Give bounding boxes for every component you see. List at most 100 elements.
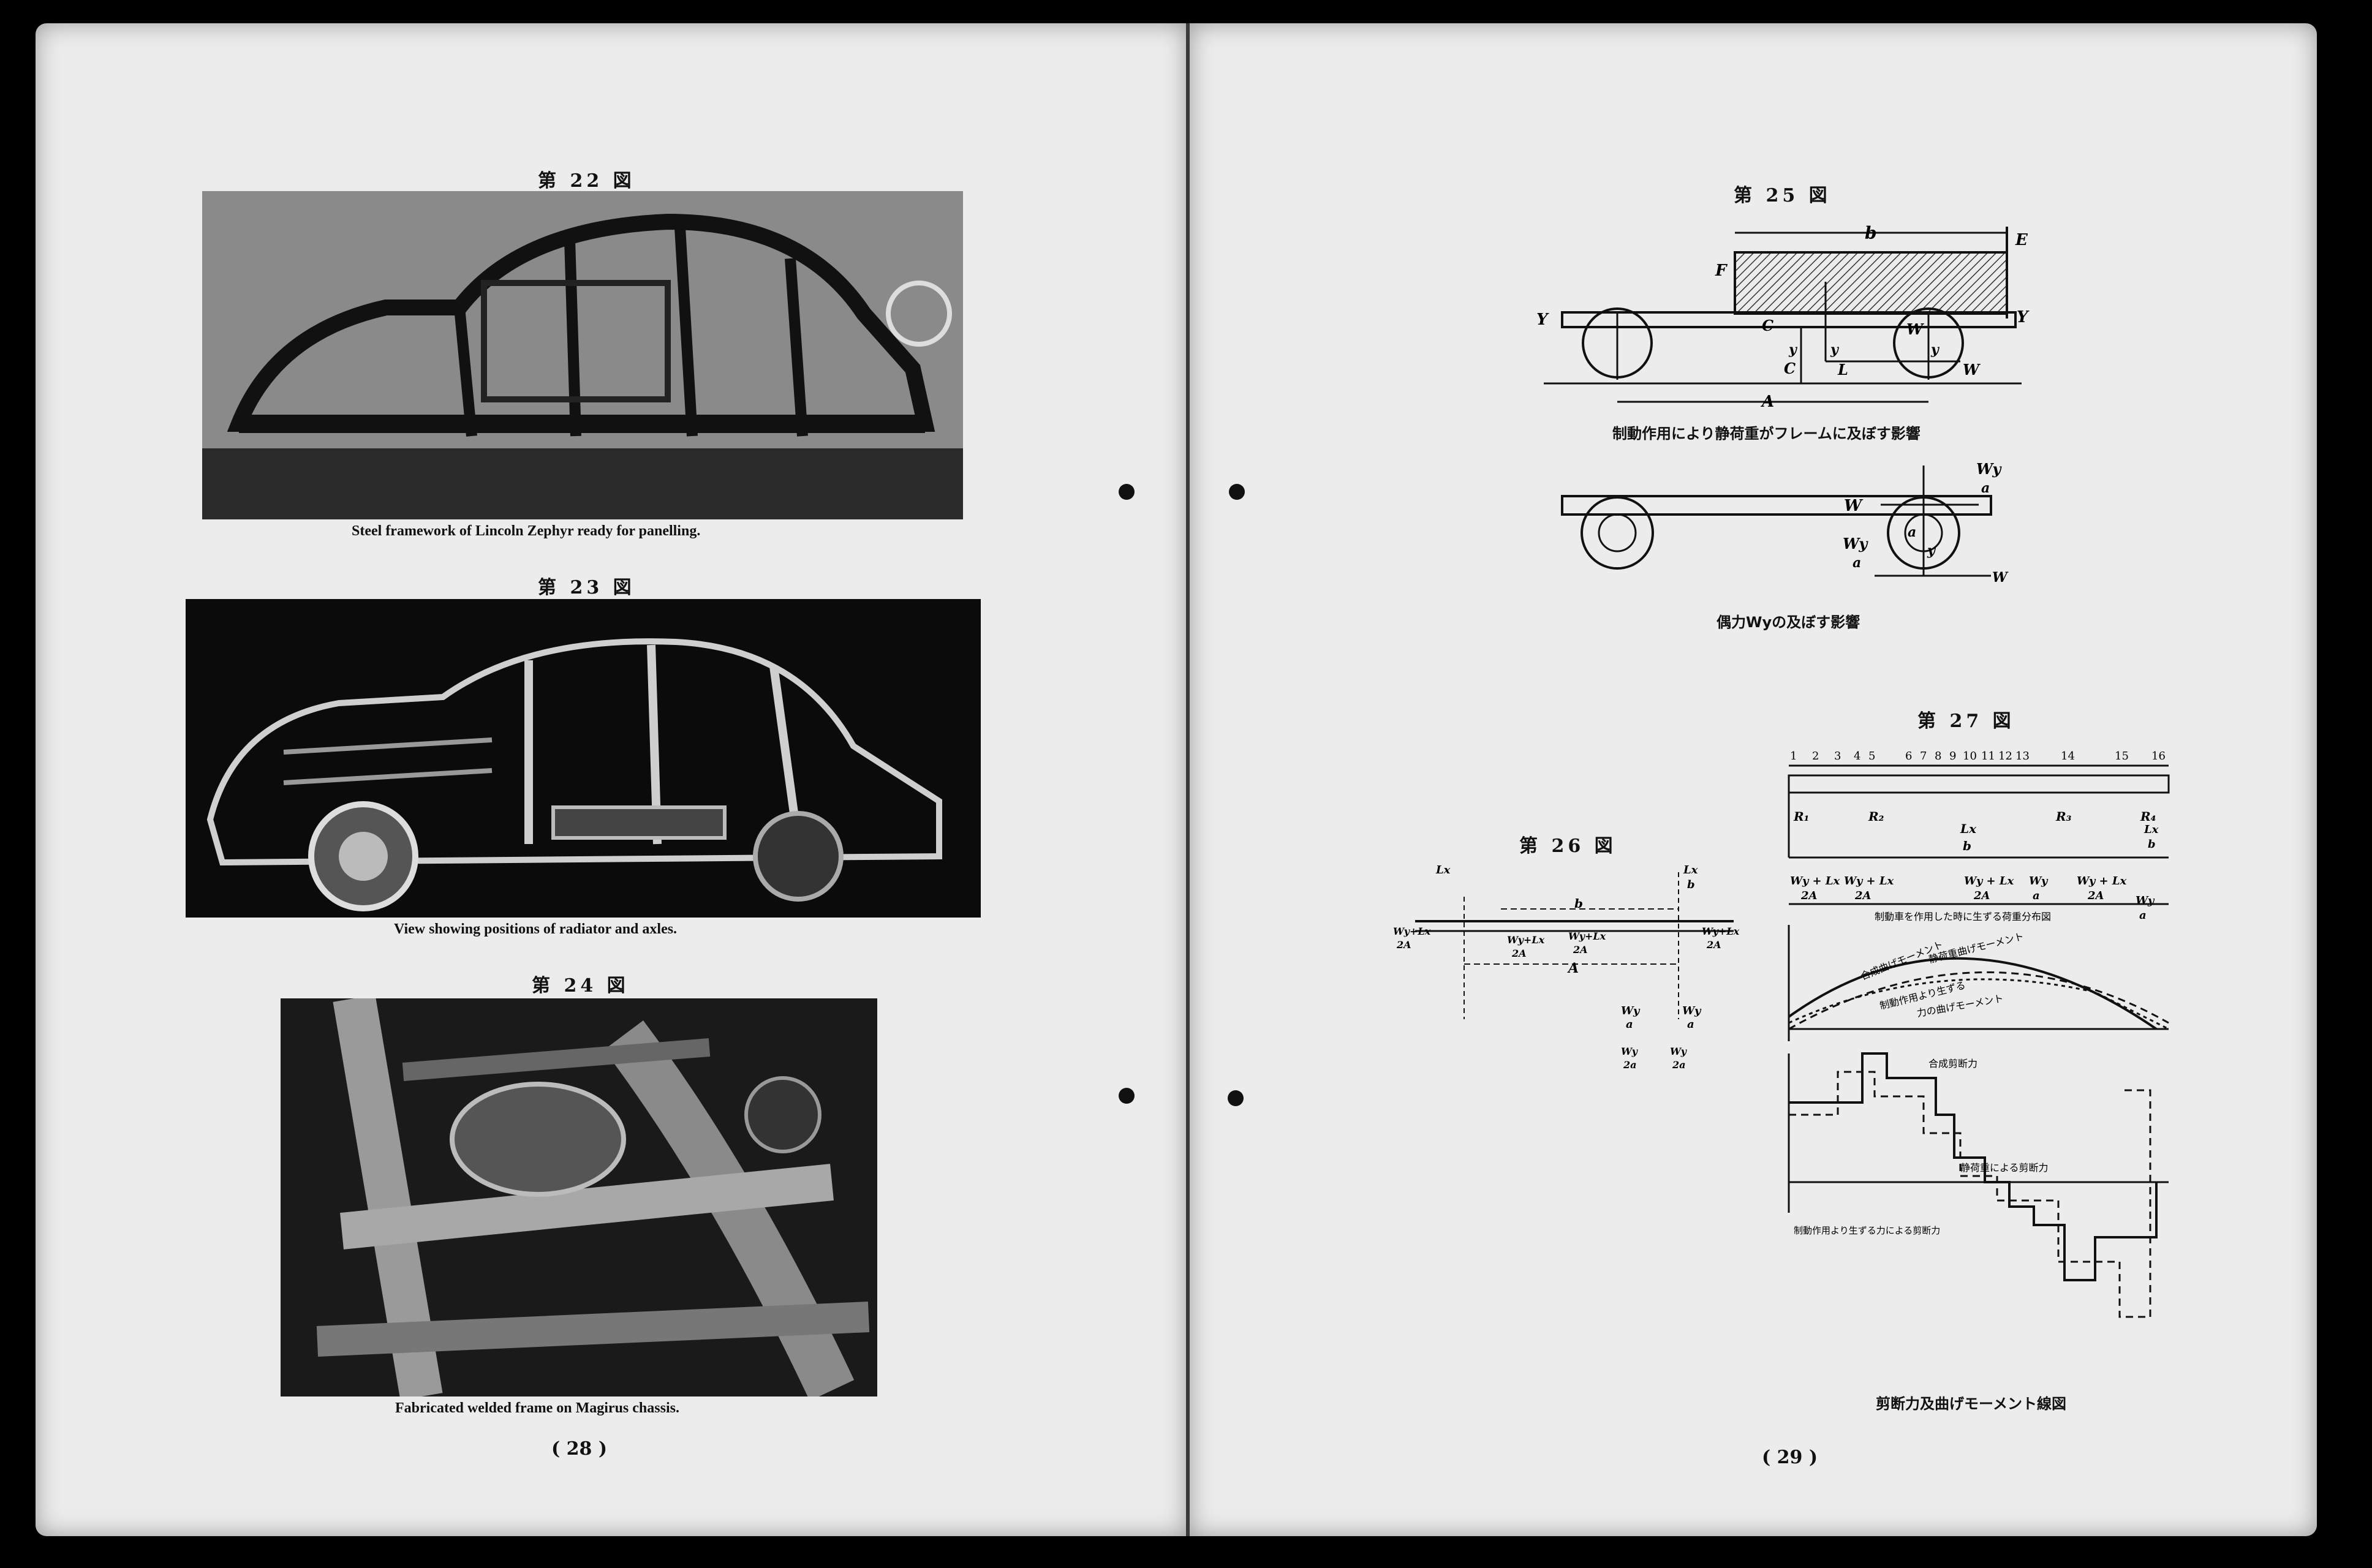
fig27-tick: 15 [2115, 750, 2129, 763]
fig25-title: 第 25 図 [1734, 185, 1831, 206]
fig26-label-2a-mid: 2A [1511, 948, 1527, 959]
fig27-expr-wylx-4: Wy + Lx [2077, 875, 2127, 888]
fig25-label-y-right: y [1927, 543, 1936, 559]
fig25-caption-top: 制動作用により静荷重がフレームに及ぼす影響 [1612, 425, 1921, 442]
fig26-label-wy-lx-left: Wy+Lx [1393, 925, 1431, 937]
fig26-label-a: A [1567, 960, 1579, 976]
fig26-title: 第 26 図 [1519, 835, 1617, 857]
fig25-label-l: L [1837, 361, 1848, 379]
fig27-expr-2a-4: 2A [2087, 889, 2104, 902]
fig26-label-wy-lx-mid: Wy+Lx [1507, 934, 1545, 946]
fig26-label-a2: a [1687, 1018, 1694, 1031]
fig27-expr-a-1: a [2033, 889, 2040, 902]
ink-spot [1228, 1090, 1244, 1106]
book-gutter [1186, 23, 1191, 1536]
fig26-label-wy3: Wy [1621, 1046, 1639, 1057]
fig27-expr-2a-3: 2A [1973, 889, 1990, 902]
fig27-reaction-r3: R₃ [2055, 809, 2072, 824]
left-page-number: ( 28 ) [551, 1438, 608, 1460]
fig26-label-2a3: 2a [1623, 1059, 1637, 1071]
fig26-label-wy2: Wy [1682, 1005, 1702, 1017]
fig27-expr-b-right: b [2148, 838, 2156, 851]
fig27-reaction-r2: R₂ [1868, 809, 1884, 824]
fig26-label-wy-lx-right: Wy+Lx [1702, 925, 1740, 937]
fig25-label-a-mid: a [1853, 555, 1861, 571]
fig25-label-wy-top: Wy [1976, 460, 2002, 478]
fig24-caption: Fabricated welded frame on Magirus chass… [395, 1400, 679, 1416]
fig27-expr-2a-2: 2A [1854, 889, 1872, 902]
fig25-label-w1: W [1906, 320, 1924, 338]
fig27-title: 第 27 図 [1917, 710, 2015, 732]
fig27-tick: 9 [1949, 750, 1956, 763]
fig26-force-diagram: Lx Lx b b Wy+Lx 2A Wy+Lx 2A Wy+Lx 2A Wy+… [1391, 860, 1758, 1080]
fig27-caption: 剪断力及曲げモーメント線図 [1876, 1395, 2067, 1412]
fig27-tick: 12 [1998, 750, 2012, 763]
fig23-caption: View showing positions of radiator and a… [394, 921, 678, 937]
fig22-caption: Steel framework of Lincoln Zephyr ready … [352, 523, 701, 539]
fig24-title: 第 24 図 [532, 975, 629, 997]
fig25-label-y-left: Y [1536, 311, 1549, 329]
fig27-shear-label-2: 静荷重による剪断力 [1960, 1162, 2049, 1174]
fig27-expr-wy-1: Wy [2029, 875, 2049, 888]
fig25-label-c: C [1784, 360, 1796, 377]
fig26-label-b: b [1574, 896, 1583, 911]
fig27-tick: 1 [1790, 750, 1797, 763]
fig26-label-wy4: Wy [1670, 1046, 1688, 1057]
fig27-expr-2a-1: 2A [1800, 889, 1818, 902]
fig26-label-2a4: 2a [1672, 1059, 1686, 1071]
fig27-tick: 6 [1905, 750, 1912, 763]
fig27-tick: 7 [1920, 750, 1927, 763]
fig25-label-c-top: C [1762, 317, 1773, 334]
fig27-expr-lx-right: Lx [2143, 823, 2159, 836]
fig25-label-f: F [1715, 262, 1728, 280]
fig27-expr-b: b [1963, 839, 1971, 853]
fig27-tick: 5 [1868, 750, 1875, 763]
fig25-label-a: A [1760, 393, 1774, 411]
fig26-label-2a-right: 2A [1706, 939, 1721, 951]
fig27-reaction-r4: R₄ [2140, 809, 2156, 824]
fig27-tick-labels: 1 2 3 4 5 6 7 8 9 10 11 12 13 14 15 16 [1790, 750, 2166, 763]
fig25-label-a-top: a [1981, 480, 1990, 496]
fig26-label-wy1: Wy [1621, 1005, 1641, 1017]
fig27-shear-moment-diagram: 1 2 3 4 5 6 7 8 9 10 11 12 13 14 15 16 [1777, 735, 2181, 1384]
fig26-label-2a-left: 2A [1396, 939, 1411, 951]
fig27-tick: 10 [1963, 750, 1977, 763]
fig25-label-b: b [1865, 223, 1877, 243]
fig25-label-w2: W [1963, 361, 1981, 379]
fig27-shear-label-1: 合成剪断力 [1928, 1058, 1977, 1069]
fig25-label-w-arrow: W [1992, 570, 2009, 586]
fig25-label-e: E [2015, 231, 2028, 249]
fig27-tick: 2 [1812, 750, 1819, 763]
fig27-reaction-r1: R₁ [1793, 809, 1809, 824]
fig25-label-y-right: Y [2017, 308, 2030, 326]
fig25-caption-bottom: 偶力Wyの及ぼす影響 [1717, 614, 1860, 631]
fig23-title: 第 23 図 [538, 577, 635, 598]
ink-spot [1119, 1088, 1135, 1104]
fig26-label-2a-c: 2A [1573, 944, 1588, 956]
fig25-label-a-right: a [1908, 524, 1916, 540]
fig27-expr-wylx-3: Wy + Lx [1964, 875, 2014, 888]
ink-spot [1229, 484, 1245, 500]
fig22-title: 第 22 図 [538, 170, 635, 192]
fig24-photo-magirus-welded-frame [281, 998, 877, 1396]
fig25-label-wy-mid: Wy [1843, 535, 1868, 552]
right-page-number: ( 29 ) [1762, 1447, 1818, 1468]
fig23-photo-radiator-axles [186, 599, 981, 918]
fig26-label-lx: Lx [1435, 864, 1451, 876]
fig27-expr-wylx-1: Wy + Lx [1790, 875, 1840, 888]
fig27-tick: 14 [2061, 750, 2075, 763]
ink-spot [1119, 484, 1135, 500]
fig26-label-a1: a [1626, 1018, 1633, 1031]
fig27-shear-label-3: 制動作用より生ずる力による剪断力 [1794, 1225, 1940, 1236]
fig25-label-y3: y [1930, 342, 1940, 358]
fig25-label-w-mid: W [1844, 497, 1864, 515]
fig26-label-b-right: b [1687, 878, 1695, 891]
fig27-tick: 3 [1834, 750, 1841, 763]
fig27-load-label: 制動車を作用した時に生ずる荷重分布図 [1875, 911, 2051, 922]
fig25-braking-diagram: b E F Y Y C C y y y W W L A [1532, 214, 2034, 417]
fig27-tick: 16 [2151, 750, 2166, 763]
fig25-couple-diagram: Wy a W Wy a a y W [1550, 453, 2015, 594]
fig27-expr-a-2: a [2139, 909, 2147, 922]
fig22-photo-lincoln-zephyr-framework [202, 191, 963, 519]
